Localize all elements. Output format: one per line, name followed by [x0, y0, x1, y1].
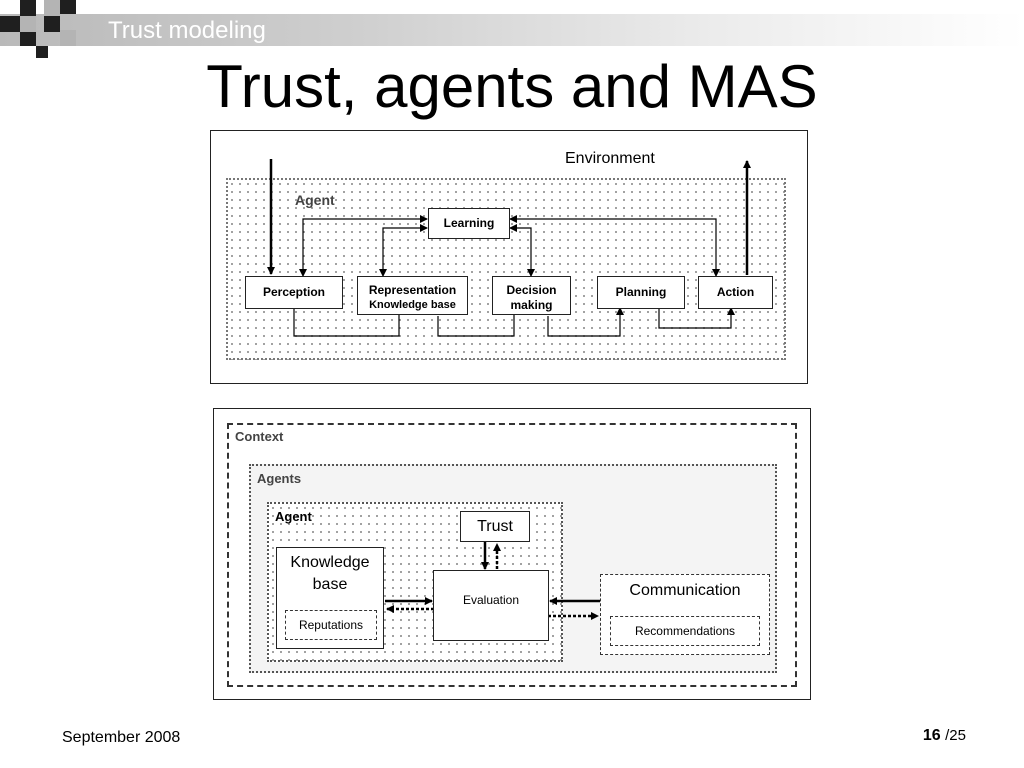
- representation-label: Representation: [368, 283, 457, 297]
- making-label: making: [510, 298, 553, 312]
- trust-label: Trust: [477, 518, 513, 535]
- recommendations-box: Recommendations: [610, 616, 760, 646]
- agent-connectors: [267, 159, 751, 337]
- planning-box: Planning: [597, 276, 685, 309]
- perception-label: Perception: [262, 285, 325, 299]
- trust-box: Trust: [460, 511, 530, 542]
- knowledge-label: Knowledge: [290, 554, 370, 571]
- header-bar: [0, 14, 1024, 46]
- agent-label: Agent: [275, 509, 312, 524]
- page-total: /25: [945, 727, 966, 744]
- agent-label: Agent: [295, 192, 335, 208]
- reputations-label: Reputations: [298, 618, 364, 632]
- page-number: 16 /25: [923, 727, 966, 745]
- context-label: Context: [235, 429, 284, 444]
- environment-label: Environment: [565, 150, 655, 167]
- communication-label: Communication: [629, 582, 741, 599]
- learning-label: Learning: [443, 216, 495, 230]
- evaluation-box: Evaluation: [433, 570, 549, 641]
- agent-architecture-diagram: Environment Agent Learning Perception Re…: [210, 130, 808, 384]
- footer-date: September 2008: [62, 729, 181, 746]
- perception-box: Perception: [245, 276, 343, 309]
- recommendations-label: Recommendations: [634, 624, 736, 638]
- action-label: Action: [716, 285, 755, 299]
- decision-making-box: Decision making: [492, 276, 571, 315]
- page-title: Trust, agents and MAS: [206, 53, 818, 120]
- learning-box: Learning: [428, 208, 510, 239]
- planning-label: Planning: [615, 285, 667, 299]
- reputations-box: Reputations: [285, 610, 377, 640]
- page-current: 16: [922, 727, 941, 744]
- section-title: Trust modeling: [108, 17, 266, 44]
- trust-connectors: [385, 542, 600, 620]
- representation-box: Representation Knowledge base: [357, 276, 468, 315]
- base-label: base: [312, 576, 348, 593]
- knowledge-base-label: Knowledge base: [369, 299, 456, 311]
- communication-box: Communication Recommendations: [600, 574, 770, 655]
- knowledge-base-box: Knowledge base Reputations: [276, 547, 384, 649]
- decision-label: Decision: [506, 283, 557, 297]
- agents-label: Agents: [257, 471, 302, 486]
- evaluation-label: Evaluation: [462, 593, 520, 607]
- action-box: Action: [698, 276, 773, 309]
- trust-model-diagram: Context Agents Agent Trust Knowledge bas…: [213, 408, 811, 700]
